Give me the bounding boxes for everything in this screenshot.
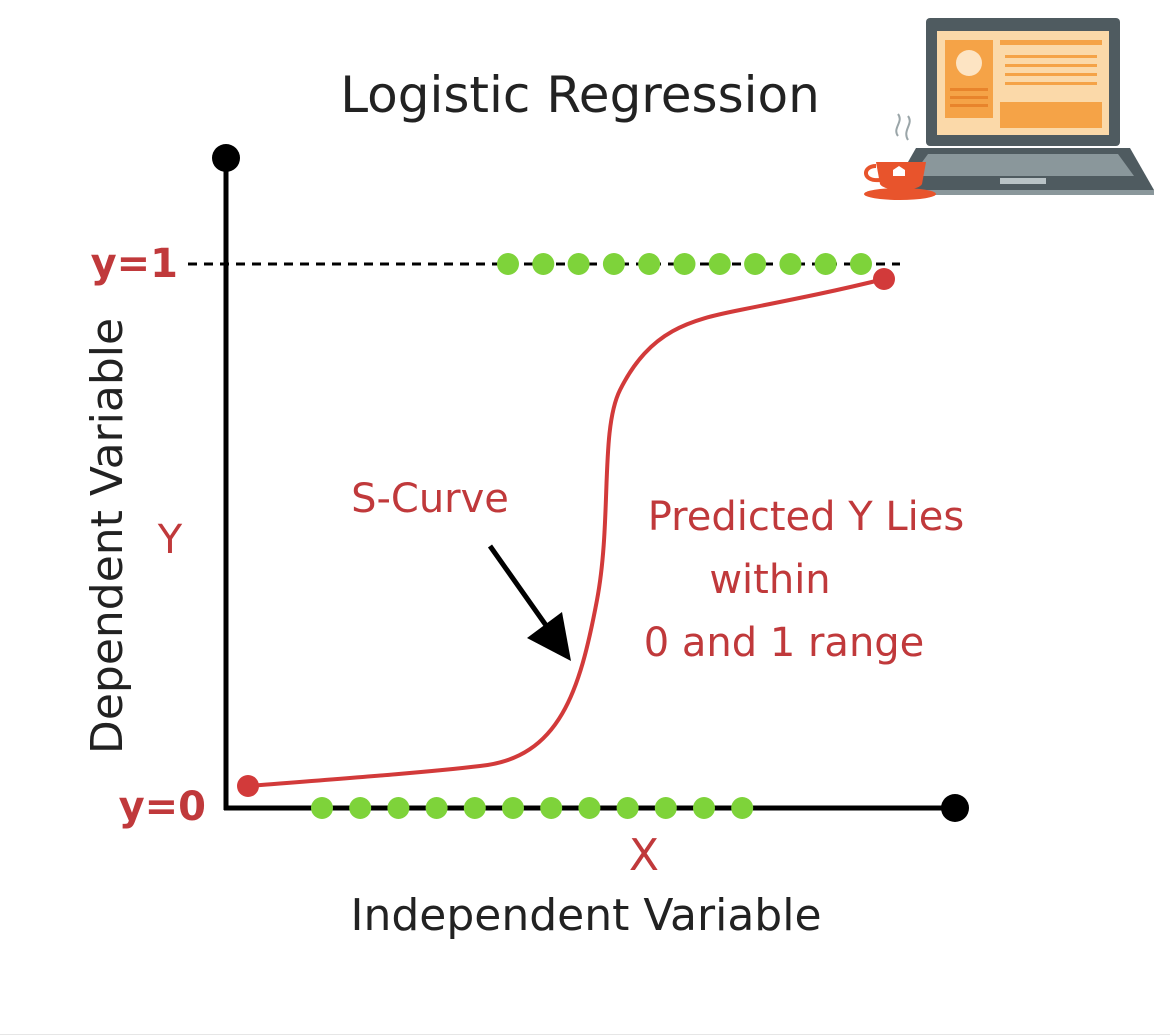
s-curve xyxy=(247,277,885,788)
arrow-head xyxy=(527,612,571,661)
x-axis-title: Independent Variable xyxy=(350,890,821,941)
bottom-data-point xyxy=(616,797,639,819)
bottom-data-point xyxy=(731,797,754,819)
bottom-data-point xyxy=(425,797,448,819)
top-data-point xyxy=(814,253,837,275)
x-symbol-label: X xyxy=(629,830,659,881)
s-curve-label: S-Curve xyxy=(351,476,509,522)
bottom-data-point xyxy=(693,797,715,819)
annotation-line-2: within xyxy=(709,557,830,603)
annotation-line-3: 0 and 1 range xyxy=(644,620,925,666)
y-axis-end-dot xyxy=(212,144,240,172)
top-data-point xyxy=(779,253,802,275)
bottom-data-point xyxy=(463,797,486,819)
y1-label: y=1 xyxy=(91,241,178,287)
y-symbol-label: Y xyxy=(157,517,183,563)
bottom-data-point xyxy=(578,797,601,819)
top-data-point xyxy=(744,253,767,275)
curve-start-point xyxy=(237,775,259,797)
x-axis-end-dot xyxy=(941,794,969,822)
curve-end-point xyxy=(873,268,895,290)
top-data-point xyxy=(567,253,590,275)
top-data-point xyxy=(602,253,625,275)
laptop-icon xyxy=(888,18,1154,195)
y-axis-title: Dependent Variable xyxy=(82,318,133,754)
diagram-title: Logistic Regression xyxy=(340,66,820,124)
top-points-group xyxy=(497,253,872,275)
top-data-point xyxy=(850,253,872,275)
top-data-point xyxy=(497,253,519,275)
bottom-data-point xyxy=(311,797,333,819)
annotation-line-1: Predicted Y Lies xyxy=(648,494,964,540)
coffee-cup-icon xyxy=(864,113,936,200)
y0-label: y=0 xyxy=(119,784,206,830)
bottom-data-point xyxy=(540,797,563,819)
bottom-points-group xyxy=(311,797,754,819)
bottom-data-point xyxy=(349,797,372,819)
top-data-point xyxy=(673,253,696,275)
top-data-point xyxy=(638,253,661,275)
top-data-point xyxy=(532,253,555,275)
bottom-data-point xyxy=(387,797,410,819)
top-data-point xyxy=(708,253,731,275)
bottom-data-point xyxy=(654,797,677,819)
bottom-data-point xyxy=(502,797,524,819)
